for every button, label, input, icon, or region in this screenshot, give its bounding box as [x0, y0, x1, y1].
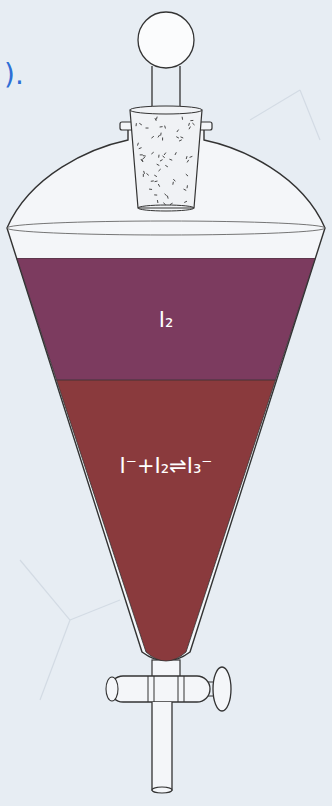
layer-label: I⁻+I₂⇌I₃⁻ — [120, 454, 213, 478]
speckle — [163, 203, 165, 205]
liquid-band — [17, 258, 315, 380]
stopper-top — [130, 106, 202, 114]
speckle — [170, 203, 173, 205]
speckle — [189, 127, 190, 130]
ground-glass-texture — [136, 117, 195, 205]
liquid-band — [57, 380, 276, 661]
speckle — [149, 189, 152, 190]
speckle — [165, 165, 168, 167]
speckle — [190, 120, 193, 121]
speckle — [151, 180, 154, 181]
speckle — [154, 175, 157, 177]
stopcock-end — [106, 677, 118, 701]
speckle — [139, 148, 142, 149]
speckle — [187, 160, 189, 163]
speckle — [172, 182, 174, 185]
speckle — [143, 171, 145, 174]
speckle — [146, 173, 148, 175]
aqueous-layer: I⁻+I₂⇌I₃⁻ — [56, 380, 276, 666]
organic-layer: I₂ — [16, 258, 316, 380]
speckle — [184, 189, 187, 190]
funnel-stem — [152, 702, 172, 790]
speckle — [167, 196, 169, 199]
speckle — [158, 169, 160, 171]
speckle — [160, 133, 161, 136]
speckle — [155, 181, 158, 183]
speckle — [154, 194, 157, 195]
speckle — [142, 159, 143, 162]
stopper-neck — [152, 66, 180, 112]
speckle — [190, 156, 193, 157]
speckle — [165, 194, 167, 196]
speckle — [177, 130, 179, 132]
caption-fragment: ). — [4, 58, 24, 91]
speckle — [151, 136, 153, 138]
speckle — [143, 155, 146, 156]
speckle — [160, 126, 163, 127]
layer-label: I₂ — [159, 308, 174, 332]
speckle — [186, 156, 188, 159]
speckle — [187, 185, 188, 188]
speckle — [158, 155, 159, 158]
speckle — [136, 123, 137, 126]
speckle — [173, 179, 175, 181]
stopper-bottom — [138, 205, 194, 211]
ground-glass-stopper — [130, 110, 202, 208]
speckle — [179, 140, 182, 141]
speckle — [141, 159, 143, 161]
liquid-band-shape — [56, 380, 276, 666]
speckle — [186, 174, 188, 176]
speckle — [175, 152, 176, 155]
stopcock-barrel — [110, 676, 210, 702]
speckle — [140, 154, 143, 155]
speckle — [163, 156, 165, 158]
speckle — [137, 143, 139, 146]
speckle — [139, 123, 142, 125]
speckle — [184, 201, 187, 202]
speckle — [176, 137, 179, 138]
stem-opening — [152, 787, 172, 793]
speckle — [156, 117, 158, 120]
speckle — [143, 157, 145, 159]
speckle — [151, 152, 153, 154]
speckle — [146, 128, 149, 129]
speckle — [180, 137, 183, 138]
speckle — [143, 174, 144, 177]
speckle — [164, 126, 166, 129]
speckle — [158, 135, 160, 138]
speckle — [162, 137, 163, 140]
speckle — [157, 164, 160, 165]
speckle — [188, 123, 190, 126]
speckle — [164, 153, 166, 155]
stopcock-handle — [213, 667, 231, 711]
speckle — [158, 184, 159, 187]
stopcock-plug — [148, 676, 184, 702]
funnel-rim-line — [7, 221, 325, 235]
speckle — [192, 123, 194, 125]
speckle — [169, 159, 172, 160]
speckle — [182, 117, 183, 120]
stopper-bulb — [138, 12, 194, 68]
speckle — [155, 118, 156, 121]
speckle — [157, 200, 159, 203]
speckle — [160, 160, 163, 161]
